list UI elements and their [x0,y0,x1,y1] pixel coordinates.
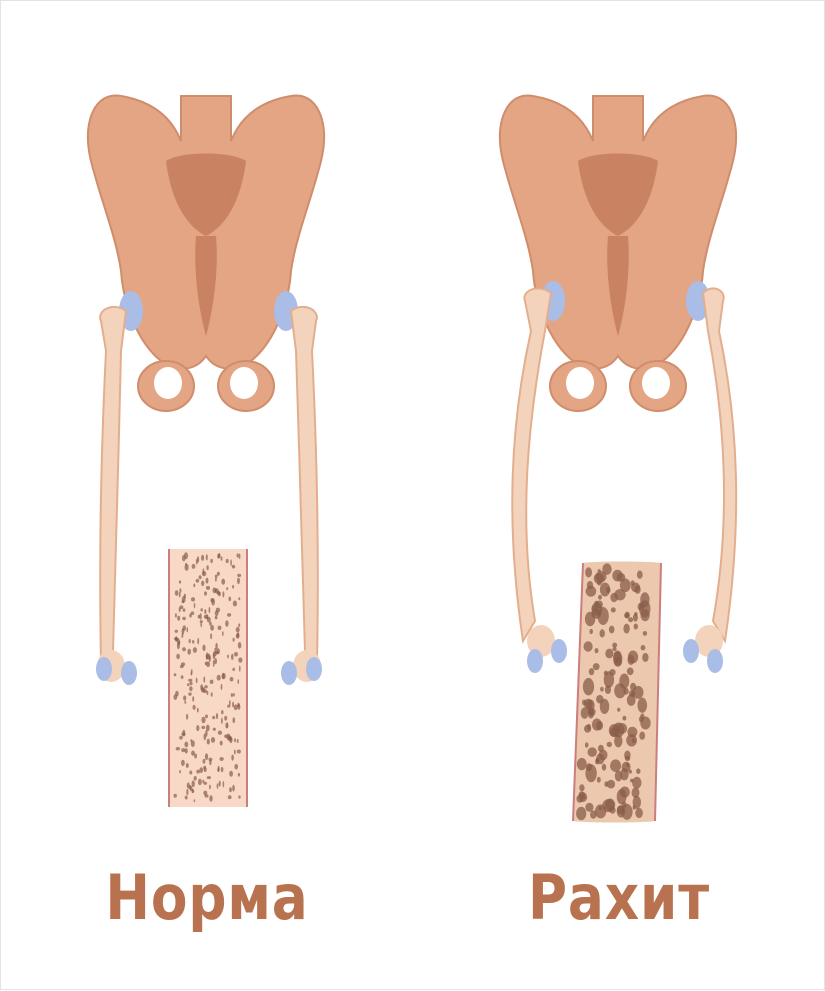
panel-rickets: Рахит [413,1,825,991]
normal-pelvis [88,95,324,411]
label-normal: Норма [30,861,384,934]
panel-normal: Норма [1,1,413,991]
label-rickets: Рахит [442,861,796,934]
normal-pelvis-illustration [1,1,413,991]
normal-bone-tissue [169,549,247,807]
rickets-pelvis-illustration [413,1,825,991]
rickets-bone-tissue [573,562,661,823]
